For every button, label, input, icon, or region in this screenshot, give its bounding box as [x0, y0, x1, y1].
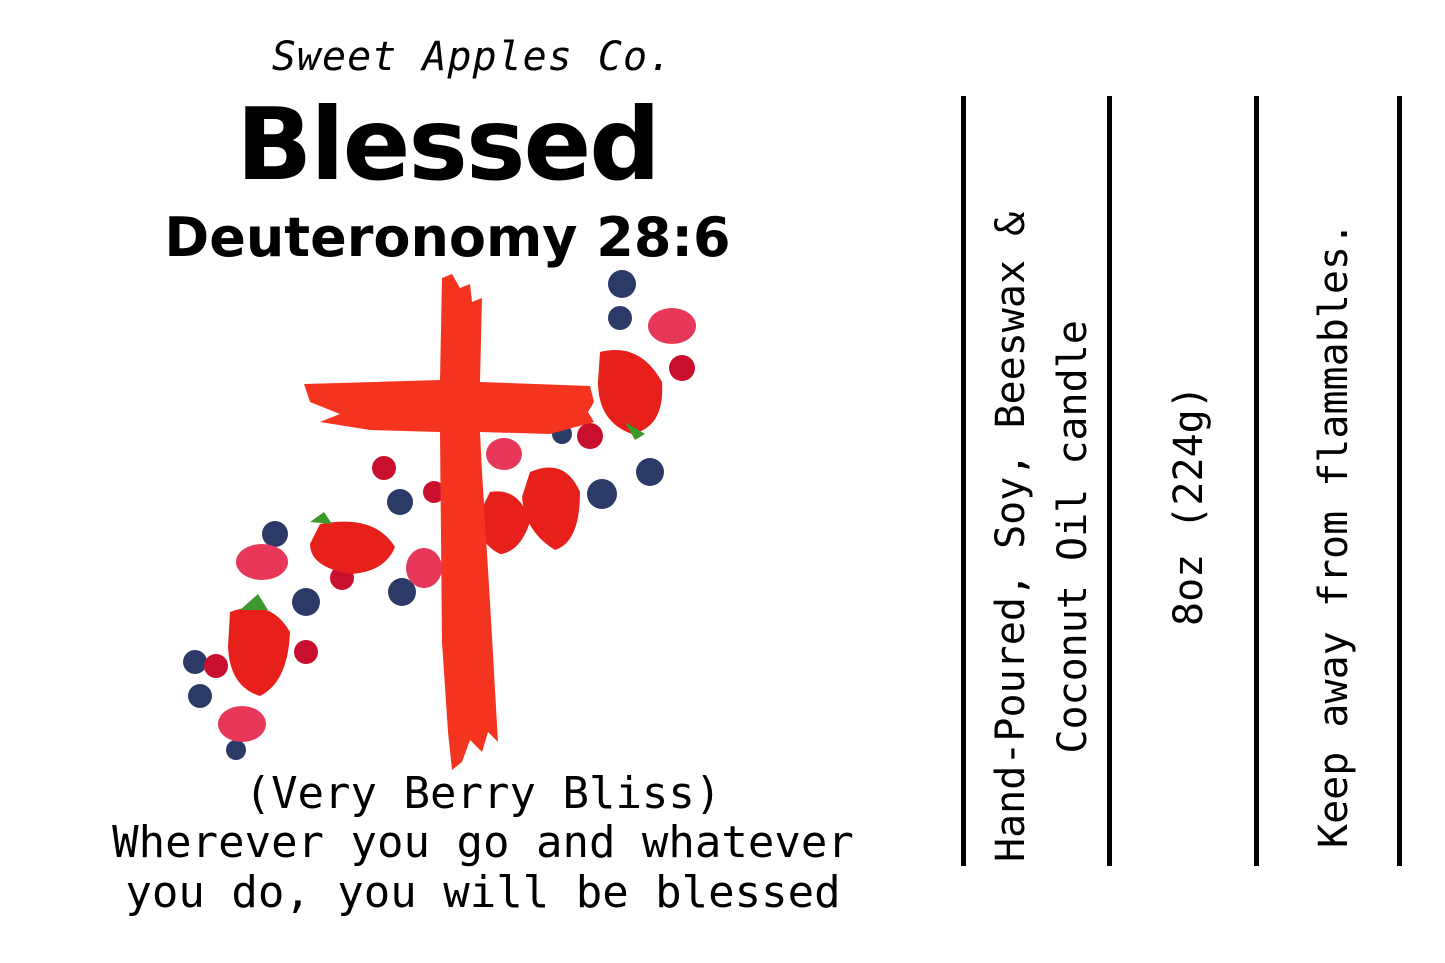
product-title: Blessed — [236, 86, 661, 203]
brand-name: Sweet Apples Co. — [271, 34, 674, 80]
divider-4 — [1397, 96, 1402, 866]
weight-text: 8oz (224g) — [1166, 385, 1212, 626]
scent-name: (Very Berry Bliss) — [244, 768, 722, 819]
ingredients-line-2: Coconut Oil candle — [1050, 320, 1096, 754]
blessing-quote: Wherever you go and whatever you do, you… — [0, 818, 966, 918]
cross-icon — [304, 274, 594, 770]
quote-line-1: Wherever you go and whatever — [112, 817, 854, 868]
berries-group — [183, 270, 696, 760]
divider-2 — [1107, 96, 1112, 866]
berries-illustration — [183, 270, 696, 770]
ingredients-line-1: Hand-Poured, Soy, Beeswax & — [988, 211, 1034, 862]
quote-line-2: you do, you will be blessed — [125, 867, 841, 918]
warning-text: Keep away from flammables. — [1311, 221, 1357, 848]
ingredients-text: Hand-Poured, Soy, Beeswax & Coconut Oil … — [980, 212, 1104, 862]
divider-3 — [1254, 96, 1259, 866]
divider-1 — [961, 96, 966, 866]
scripture-reference: Deuteronomy 28:6 — [164, 206, 731, 269]
